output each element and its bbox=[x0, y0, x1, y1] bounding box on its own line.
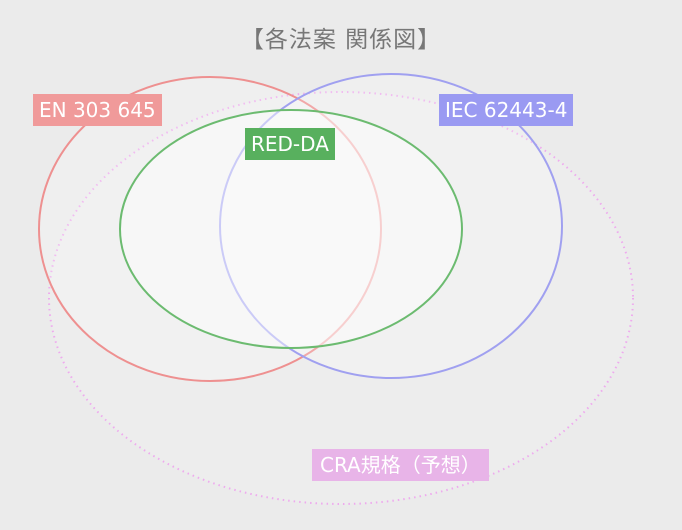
red-set-label: RED-DA bbox=[245, 128, 335, 160]
en-set-label: EN 303 645 bbox=[33, 94, 162, 126]
cra-set-ellipse bbox=[48, 91, 634, 505]
red-set-ellipse bbox=[119, 109, 463, 349]
cra-set-label: CRA規格（予想） bbox=[312, 449, 489, 481]
diagram-title: 【各法案 関係図】 bbox=[240, 27, 442, 53]
iec-set-label: IEC 62443-4 bbox=[439, 94, 574, 126]
